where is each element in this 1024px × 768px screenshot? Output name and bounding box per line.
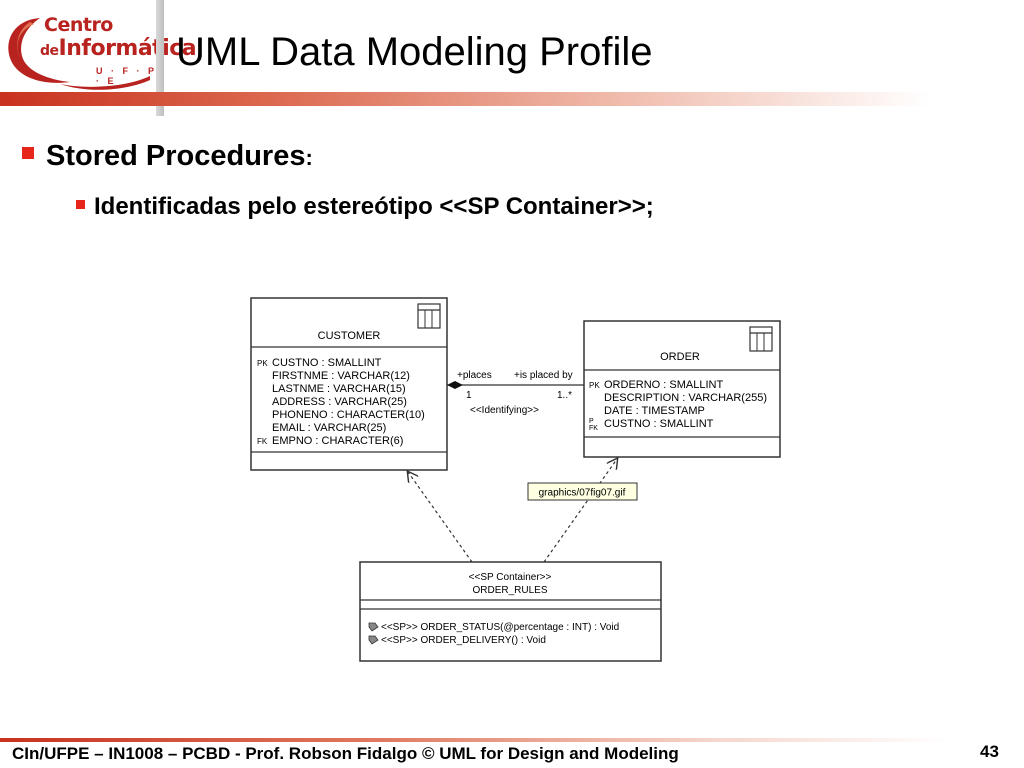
- bullet-square-icon: [76, 200, 85, 210]
- logo-text-informatica-word: Informática: [58, 36, 197, 61]
- sp-container-stereotype: <<SP Container>>: [469, 572, 552, 583]
- header-vertical-bar: [156, 0, 164, 116]
- sp-container-class: <<SP Container>> ORDER_RULES <<SP>> ORDE…: [359, 561, 662, 662]
- role-places: +places: [457, 370, 492, 381]
- dependency-to-customer: [408, 472, 473, 563]
- table-icon: [417, 303, 441, 329]
- logo-text-ufpe: U · F · P · E: [96, 66, 157, 86]
- table-field: FIRSTNME : VARCHAR(12): [272, 370, 410, 382]
- table-field: DESCRIPTION : VARCHAR(255): [604, 392, 767, 404]
- page-title: UML Data Modeling Profile: [176, 30, 653, 74]
- sp-operation: <<SP>> ORDER_STATUS(@percentage : INT) :…: [381, 622, 619, 633]
- sp-operation: <<SP>> ORDER_DELIVERY() : Void: [381, 635, 546, 646]
- page-number: 43: [980, 742, 999, 761]
- multiplicity-left: 1: [466, 390, 472, 401]
- bullet1-text: Stored Procedures: [46, 140, 306, 172]
- customer-table-name: CUSTOMER: [318, 330, 381, 342]
- footer-text: CIn/UFPE – IN1008 – PCBD - Prof. Robson …: [12, 744, 679, 763]
- table-field: LASTNME : VARCHAR(15): [272, 383, 406, 395]
- table-field: ADDRESS : VARCHAR(25): [272, 396, 407, 408]
- field-key-marker: PK: [257, 359, 268, 368]
- table-field: EMAIL : VARCHAR(25): [272, 422, 386, 434]
- identifying-association: +places +is placed by 1 1..* <<Identifyi…: [447, 370, 584, 416]
- composition-diamond-icon: [447, 381, 463, 389]
- dependency-to-order: [543, 459, 617, 563]
- logo-text-informatica: deInformática: [40, 36, 197, 61]
- table-field: DATE : TIMESTAMP: [604, 405, 705, 417]
- sp-container-name: ORDER_RULES: [472, 585, 547, 596]
- footer-divider: [0, 738, 950, 742]
- table-field: ORDERNO : SMALLINT: [604, 379, 723, 391]
- logo: Centro deInformática U · F · P · E: [0, 0, 197, 92]
- table-field: CUSTNO : SMALLINT: [272, 357, 382, 369]
- logo-text-centro: Centro: [44, 14, 113, 36]
- field-key-marker: PK: [589, 381, 600, 390]
- field-key-marker: FK: [589, 425, 598, 432]
- role-is-placed-by: +is placed by: [514, 370, 573, 381]
- bullet1-colon: :: [305, 145, 313, 170]
- table-field: EMPNO : CHARACTER(6): [272, 435, 403, 447]
- bullet-square-icon: [22, 147, 34, 160]
- table-icon: [749, 326, 773, 352]
- field-key-marker: FK: [257, 437, 268, 446]
- logo-text-de: de: [40, 43, 59, 59]
- operation-icon: [368, 622, 379, 632]
- field-key-marker: P: [589, 418, 594, 425]
- operation-icon: [368, 635, 379, 645]
- table-field: CUSTNO : SMALLINT: [604, 418, 714, 430]
- association-stereotype: <<Identifying>>: [470, 405, 539, 416]
- multiplicity-right: 1..*: [557, 390, 572, 401]
- image-filename-tooltip: graphics/07fig07.gif: [527, 482, 638, 501]
- table-field: PHONENO : CHARACTER(10): [272, 409, 425, 421]
- bullet2-text: Identificadas pelo estereótipo <<SP Cont…: [94, 193, 654, 220]
- title-underline-bar: [0, 92, 930, 106]
- tooltip-text: graphics/07fig07.gif: [539, 488, 626, 499]
- order-table-name: ORDER: [660, 351, 700, 363]
- bullet-stored-procedures: Stored Procedures:: [22, 140, 313, 173]
- bullet-identificadas: Identificadas pelo estereótipo <<SP Cont…: [76, 193, 654, 221]
- logo-swirl-icon: [8, 18, 150, 90]
